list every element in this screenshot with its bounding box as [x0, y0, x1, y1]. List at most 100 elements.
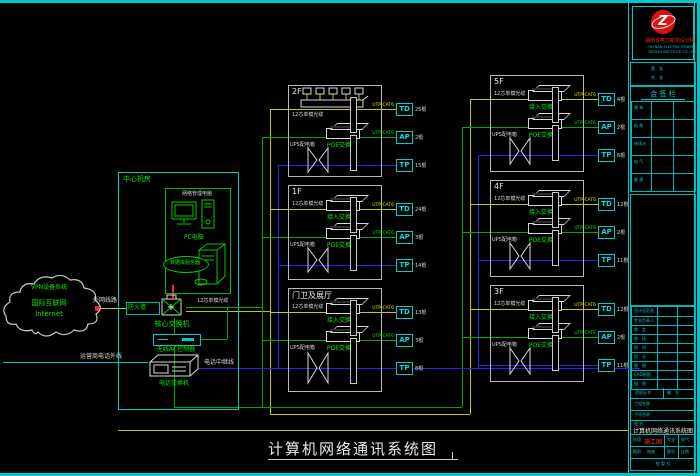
server-icon [194, 243, 226, 286]
db-server-ellipse [163, 256, 209, 273]
td-cable-label: UTP-CAT6 [574, 92, 596, 98]
access-switch-label: 接入交换机 [528, 209, 559, 216]
riser-duct [552, 192, 559, 228]
notes-panel [630, 194, 696, 306]
phone-line-label: 运营商电话外线 [80, 353, 123, 360]
sheet-note-box: 第 张 共 张 [630, 62, 696, 86]
access-switch-icon [326, 301, 360, 314]
titleblock-drawing-title: 计算机网络通讯系统图 [632, 428, 693, 435]
logo-box: Z 湖南省电力勘测设计院 HU NAN ELECTRIC POWER DESIG… [632, 6, 696, 60]
ap-count: 2根 [617, 230, 626, 236]
machine-room-box [118, 172, 239, 410]
access-switch-icon [528, 298, 562, 311]
riser-duct [350, 300, 357, 336]
riser-duct [552, 87, 559, 123]
tp-outlet: TP [598, 359, 615, 372]
td-count: 4根 [617, 97, 626, 103]
poe-switch-icon [528, 116, 562, 129]
floor-name: 2F [292, 87, 302, 96]
company-name-en2: DESIGN INSTITUTE CO.,LTD [648, 50, 696, 54]
titleblock-divider [628, 3, 629, 473]
td-outlet: TD [598, 303, 615, 316]
ap-cable-label: UTP-CAT6 [574, 330, 596, 336]
tp-count: 6根 [617, 153, 626, 159]
poe-switch-icon [528, 326, 562, 339]
ups-label: UPS配电箱 [290, 345, 315, 351]
company-name: 湖南省电力勘测设计院 [645, 37, 695, 44]
poe-switch-icon [326, 126, 360, 139]
td-outlet: TD [598, 198, 615, 211]
riser-duct [552, 125, 559, 161]
poe-switch-icon [528, 221, 562, 234]
tp-count: 15根 [415, 163, 427, 169]
core-switch-icon [161, 294, 182, 316]
tp-outlet: TP [598, 254, 615, 267]
ap-count: 2根 [617, 335, 626, 341]
poe-switch-label: POE交换机 [528, 237, 560, 244]
cert-row: 资质证书 编 号 [630, 388, 696, 399]
ap-outlet: AP [396, 231, 413, 244]
poe-switch-label: POE交换机 [528, 342, 560, 349]
access-switch-icon [528, 193, 562, 206]
ap-cable-label: UTP-CAT6 [372, 130, 394, 136]
fiber-label: 12芯单模光缆 [292, 112, 324, 118]
riser-duct [350, 135, 357, 171]
machine-room-label: 中心机房 [123, 175, 151, 183]
ap-outlet: AP [598, 331, 615, 344]
ap-outlet: AP [396, 131, 413, 144]
wan-line-label: 外网线路 [93, 297, 118, 304]
riser-duct [350, 197, 357, 233]
fiber-label: 12芯单模光缆 [292, 304, 324, 310]
td-outlet: TD [396, 103, 413, 116]
hourglass-symbol [509, 241, 531, 271]
floor-box-5f: 5F 12芯单模光缆 接入交换机 POE交换机 UPS配电箱 UTP-CAT6 … [490, 75, 630, 172]
company-logo-icon: Z [649, 10, 678, 34]
hourglass-symbol [307, 246, 329, 274]
floor-name: 5F [494, 77, 504, 86]
tp-count: 8根 [415, 366, 424, 372]
cloud-label-internet-cn: 国际互联网 [31, 299, 67, 307]
project-row: 工程名称 [630, 398, 696, 411]
pbx-label: 电话交换机 [158, 380, 189, 387]
tp-outlet: TP [598, 149, 615, 162]
td-count: 24根 [415, 207, 427, 213]
floor-name: 4F [494, 182, 504, 191]
ap-cable-label: UTP-CAT6 [574, 225, 596, 231]
access-switch-label: 接入交换机 [326, 317, 357, 324]
floor-box-lobby: 门卫及展厅 12芯单模光缆 接入交换机 POE交换机 UPS配电箱 UTP-CA… [288, 288, 428, 392]
hourglass-symbol [509, 346, 531, 376]
td-cable-label: UTP-CAT6 [372, 305, 394, 311]
floor-box-1f: 1F 12芯单模光缆 接入交换机 POE交换机 UPS配电箱 UTP-CAT6 … [288, 185, 428, 280]
td-count: 13根 [415, 310, 427, 316]
floor-box-2f: 2F 12芯单模光缆 POE交换机 UPS配电箱 UTP-CAT6 TD 25根… [288, 85, 428, 177]
drawing-title-row: 图 名 计算机网络通讯系统图 [630, 420, 696, 435]
ap-count: 2根 [617, 125, 626, 131]
cert-no-label: 编 号 [667, 390, 679, 396]
riser-duct [350, 97, 357, 133]
ups-label: UPS配电箱 [290, 142, 315, 148]
cert-label: 资质证书 [635, 390, 651, 396]
stage-value: 施工图 [644, 439, 663, 446]
access-switch-label: 接入交换机 [528, 314, 559, 321]
company-name-en: HU NAN ELECTRIC POWER [648, 45, 695, 49]
drawing-main-title: 计算机网络通讯系统图 [268, 440, 439, 458]
ups-label: UPS配电箱 [290, 242, 315, 248]
pbx-icon [149, 354, 199, 377]
td-outlet: TD [598, 93, 615, 106]
riser-duct [350, 338, 357, 384]
floor-name: 3F [494, 287, 504, 296]
cloud-label-internet-en: Internet [35, 310, 63, 318]
frame-right [697, 0, 700, 476]
ap-cable-label: UTP-CAT6 [372, 230, 394, 236]
td-cable-label: UTP-CAT6 [372, 102, 394, 108]
hourglass-symbol [509, 136, 531, 166]
tp-outlet: TP [396, 259, 413, 272]
ap-outlet: AP [598, 226, 615, 239]
internet-cloud [3, 274, 101, 337]
td-cable-label: UTP-CAT6 [574, 197, 596, 203]
floor-box-4f: 4F 12芯单模光缆 接入交换机 POE交换机 UPS配电箱 UTP-CAT6 … [490, 180, 630, 277]
fiber-label: 12芯单模光缆 [292, 201, 324, 207]
td-outlet: TD [396, 203, 413, 216]
archive-label: 档 案 号 [655, 461, 671, 467]
